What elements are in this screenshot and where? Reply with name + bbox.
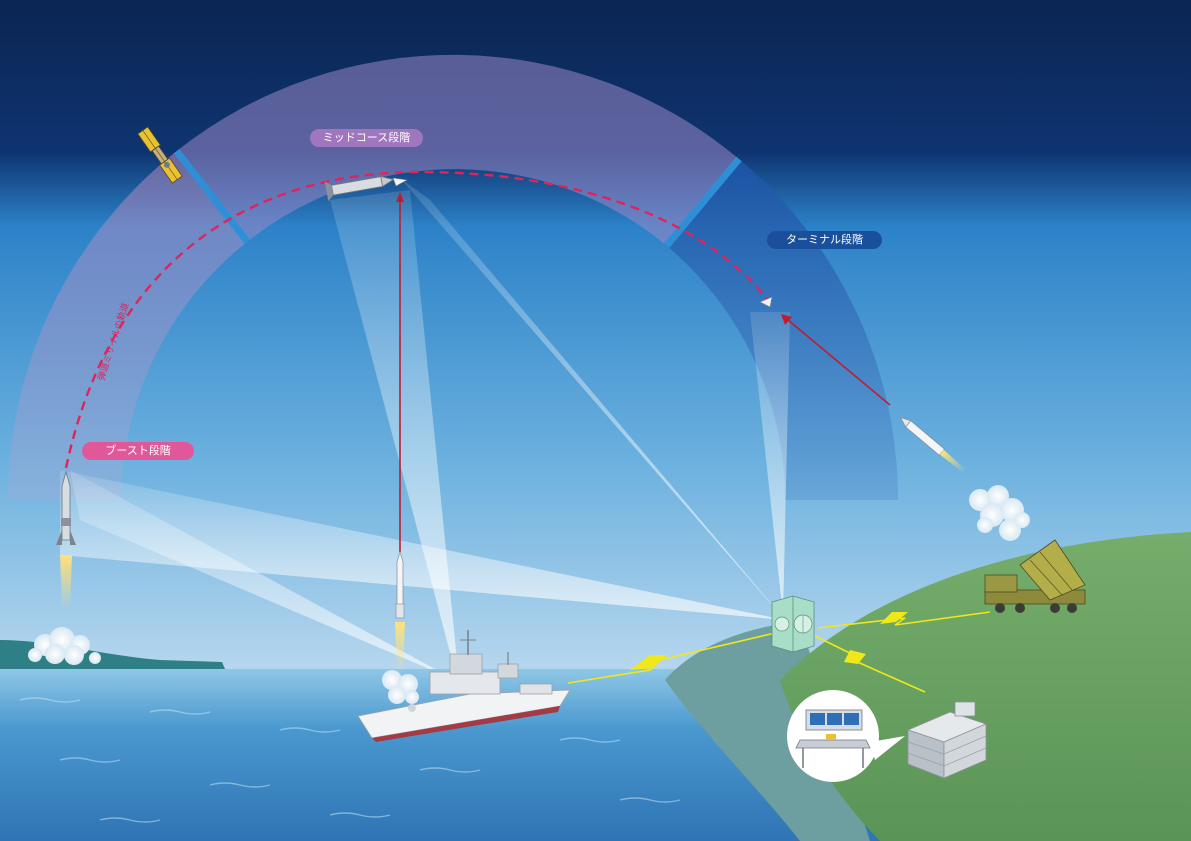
patriot-interceptor-icon [899, 416, 967, 473]
patriot-launch-smoke [969, 485, 1030, 541]
beam-radar-to-midcourse [400, 178, 785, 620]
aegis-destroyer-icon [357, 630, 571, 742]
midcourse-warhead-icon [324, 176, 395, 202]
launch-smoke [28, 627, 101, 665]
ballistic-missile-icon [56, 470, 76, 610]
command-center-icon [906, 701, 988, 779]
ballistic-trajectory [64, 170, 769, 469]
coastal-shallow [665, 622, 870, 841]
sm3-kill-vehicle-icon [392, 177, 408, 187]
land [780, 532, 1191, 841]
satellite-icon [137, 126, 183, 184]
patriot-launcher-icon [984, 539, 1086, 613]
ship-launch-smoke [382, 670, 419, 704]
interceptor-missile-icon [395, 550, 405, 672]
ship-intercept-arrowhead [396, 192, 404, 202]
datalink-command-bolt [844, 650, 866, 664]
beam-ship-to-boost [70, 470, 455, 680]
sea-waves [19, 697, 681, 823]
midcourse-phase-arc [176, 54, 740, 246]
operator-console-callout [787, 690, 905, 782]
midcourse-phase-label: ミッドコース段階 [310, 129, 423, 147]
midcourse-terminal-divider [663, 156, 742, 248]
datalink-patriot-bolt [880, 612, 908, 624]
beam-ship-to-midcourse [330, 190, 460, 690]
beam-radar-to-terminal [750, 312, 790, 615]
radar-beams [60, 178, 790, 690]
patriot-intercept-arrowhead [781, 314, 792, 325]
boost-phase-arc [7, 151, 248, 500]
boost-phase-label: ブースト段階 [82, 442, 194, 460]
datalink-patriot [817, 611, 991, 629]
operator-console-icon [795, 709, 871, 768]
terminal-phase-label: ターミナル段階 [767, 231, 882, 249]
terminal-warhead-icon [759, 296, 773, 308]
phase-arcs [7, 54, 898, 500]
radar-station-icon [771, 595, 815, 653]
patriot-intercept-path [787, 319, 891, 406]
datalink-ship-bolt [630, 655, 668, 670]
